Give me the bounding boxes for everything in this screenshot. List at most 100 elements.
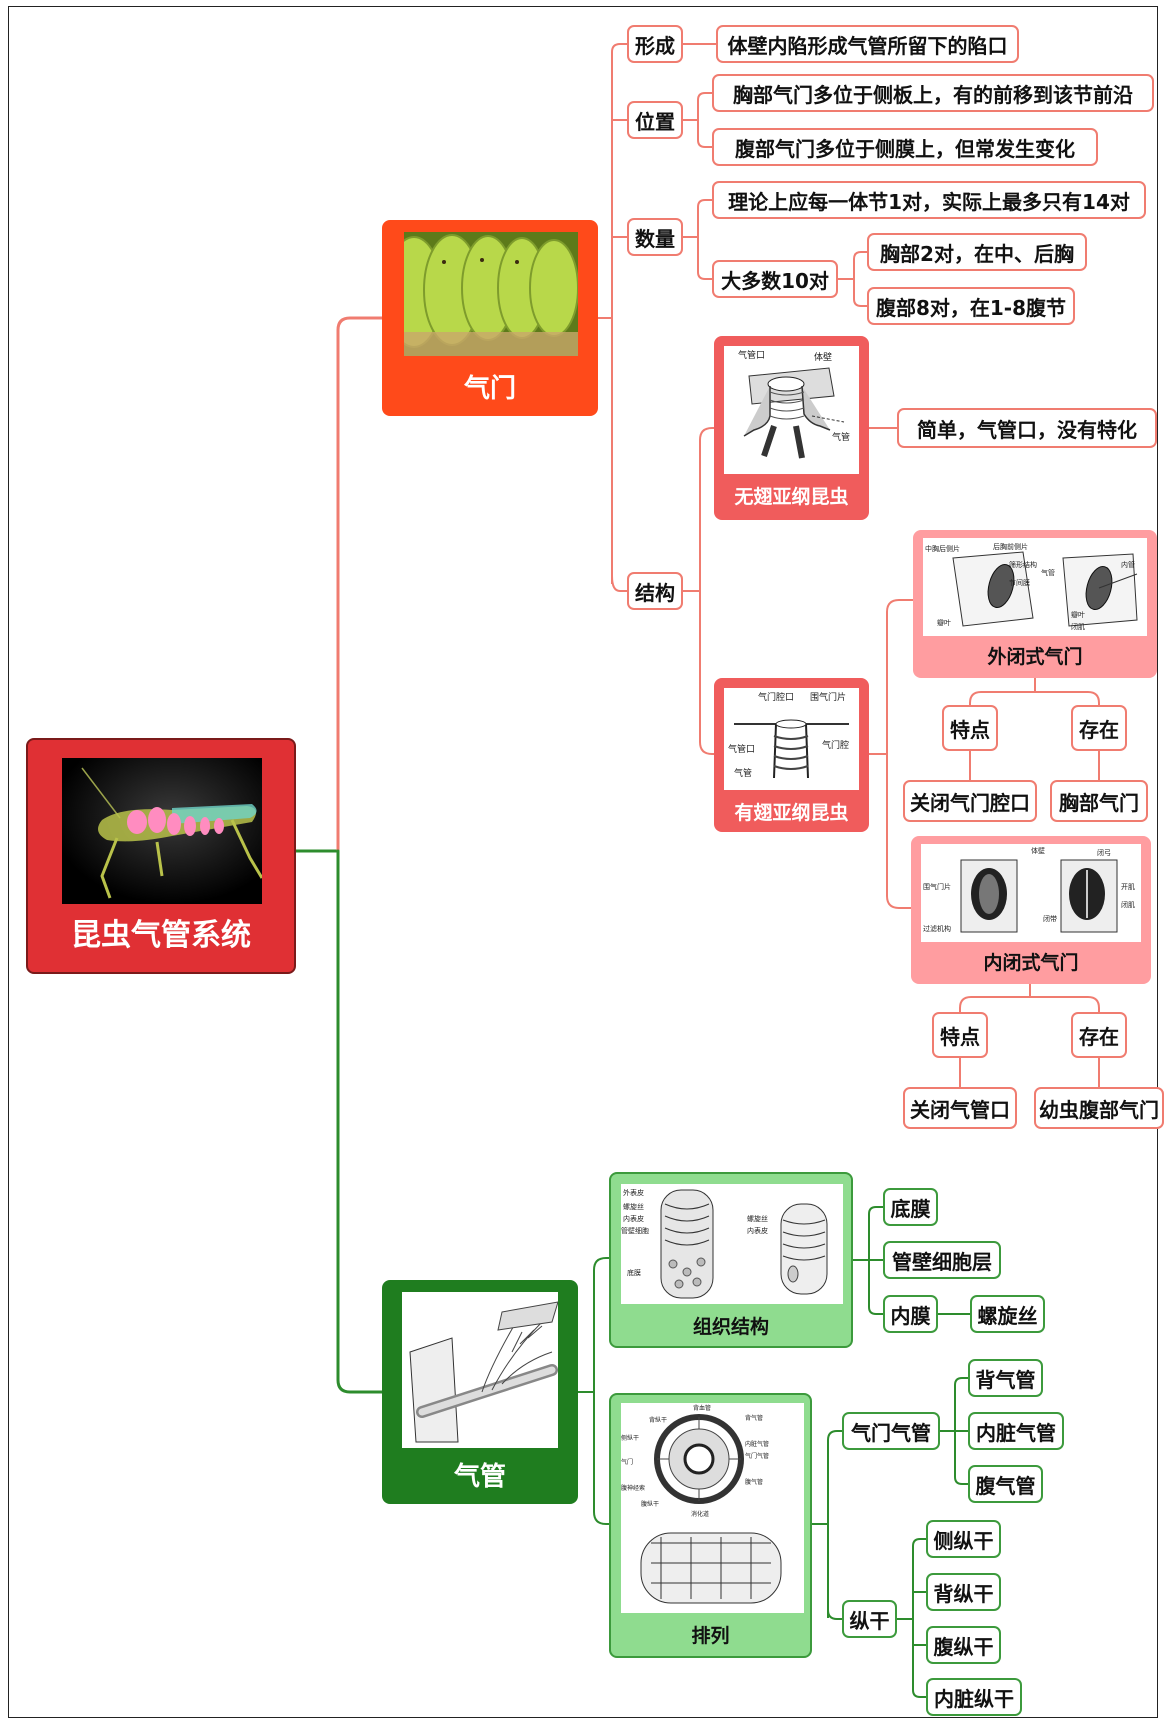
page-border [8,6,1158,1718]
visceral-trunk[interactable]: 内脏纵干 [926,1678,1022,1716]
arrangement-caption-5: 气门气管 [745,1453,770,1460]
count-abdomen[interactable]: 腹部8对，在1-8腹节 [867,287,1075,325]
inner-caption-4: 开肌 [1121,883,1135,891]
pterygota-title: 有翅亚纲昆虫 [734,802,849,824]
caterpillar-image [404,232,578,356]
tissue-caption-4: 管壁细胞 [621,1227,649,1235]
inner-caption-7: 闭带 [1043,915,1057,923]
outer-closing-title: 外闭式气门 [987,646,1083,668]
outer-feature[interactable]: 关闭气门腔口 [903,780,1037,822]
tissue-diagram: 外表皮 螺旋丝 内表皮 管壁细胞 底膜 螺旋丝 内表皮 [621,1184,843,1304]
outer-caption-5: 气管 [1041,569,1055,577]
outer-caption-7: 瓣叶 [937,619,951,627]
dorsal-trachea[interactable]: 背气管 [968,1359,1043,1397]
count-thorax[interactable]: 胸部2对，在中、后胸 [867,233,1087,271]
tissue-epithelium[interactable]: 管壁细胞层 [883,1241,1001,1279]
tissue-caption-2: 螺旋丝 [623,1203,644,1211]
outer-closing-node[interactable]: 中胸后侧片 后胸前侧片 筛形结构 节间膜 气管 内管 瓣叶 瓣叶 闭肌 外闭式气… [913,530,1157,678]
outer-closing-diagram: 中胸后侧片 后胸前侧片 筛形结构 节间膜 气管 内管 瓣叶 瓣叶 闭肌 [923,538,1147,636]
tissue-title: 组织结构 [692,1316,769,1338]
tissue-intima[interactable]: 内膜 [883,1295,938,1333]
inner-exist[interactable]: 幼虫腹部气门 [1034,1087,1164,1129]
apterygota-node[interactable]: 气管口 体壁 气管 无翅亚纲昆虫 [714,336,869,520]
spiracular-trachea[interactable]: 气门气管 [842,1412,940,1450]
inner-exist-label[interactable]: 存在 [1071,1012,1127,1058]
pterygota-node[interactable]: 气门腔口 围气门片 气管口 气门腔 气管 有翅亚纲昆虫 [714,678,869,832]
apterygota-caption-2: 体壁 [814,353,833,363]
inner-caption-3: 围气门片 [923,883,951,891]
apterygota-caption-3: 气管 [832,433,851,443]
formation-label[interactable]: 形成 [627,25,683,63]
pterygota-caption-1: 气门腔口 [758,693,795,703]
outer-caption-8: 瓣叶 [1071,611,1085,619]
count-majority[interactable]: 大多数10对 [712,260,838,298]
outer-caption-6: 内管 [1121,561,1135,569]
inner-feature[interactable]: 关闭气管口 [903,1087,1017,1129]
lateral-trunk[interactable]: 侧纵干 [926,1520,1001,1558]
count-theory[interactable]: 理论上应每一体节1对，实际上最多只有14对 [712,181,1146,219]
arrangement-caption-6: 侧纵干 [621,1435,640,1442]
arrangement-caption-9: 腹气管 [745,1479,764,1486]
inner-caption-6: 过滤机构 [923,925,951,933]
outer-caption-1: 中胸后侧片 [925,545,960,553]
outer-exist-label[interactable]: 存在 [1071,705,1127,751]
position-label[interactable]: 位置 [627,101,683,139]
pterygota-spiracle-diagram: 气门腔口 围气门片 气管口 气门腔 气管 [724,688,859,790]
spiracle-node[interactable]: 气门 [382,220,598,416]
ventral-trunk[interactable]: 腹纵干 [926,1626,1001,1664]
tissue-taenidia[interactable]: 螺旋丝 [970,1295,1045,1333]
trachea-node[interactable]: 气管 [382,1280,578,1504]
inner-feature-label[interactable]: 特点 [932,1012,988,1058]
apterygota-spiracle-diagram: 气管口 体壁 气管 [724,346,859,474]
root-title: 昆虫气管系统 [71,918,251,953]
arrangement-caption-1: 背血管 [693,1405,712,1412]
inner-caption-2: 闭弓 [1097,849,1111,857]
inner-closing-node[interactable]: 体壁 闭弓 围气门片 开肌 闭肌 过滤机构 闭带 内闭式气门 [911,836,1151,984]
inner-closing-title: 内闭式气门 [983,952,1079,974]
apterygota-desc[interactable]: 简单，气管口，没有特化 [897,408,1157,448]
pterygota-caption-5: 气管 [734,769,753,779]
pterygota-caption-2: 围气门片 [810,693,847,703]
inner-caption-1: 体壁 [1031,847,1045,855]
structure-label[interactable]: 结构 [627,572,683,610]
outer-caption-9: 闭肌 [1071,623,1085,631]
dorsal-trunk[interactable]: 背纵干 [926,1573,1001,1611]
tissue-caption-7: 内表皮 [747,1227,768,1235]
arrangement-node[interactable]: 背血管 背气管 背纵干 内脏气管 气门气管 侧纵干 气门 腹神经索 腹气管 腹纵… [609,1393,812,1658]
position-abdomen[interactable]: 腹部气门多位于侧膜上，但常发生变化 [712,128,1098,166]
trachea-title: 气管 [453,1462,506,1492]
tissue-caption-5: 底膜 [627,1269,641,1277]
arrangement-caption-3: 背纵干 [649,1417,668,1424]
tissue-caption-3: 内表皮 [623,1215,644,1223]
apterygota-title: 无翅亚纲昆虫 [734,486,849,508]
longitudinal-trunk[interactable]: 纵干 [842,1600,897,1638]
arrangement-caption-10: 腹纵干 [641,1501,660,1508]
outer-caption-3: 筛形结构 [1009,561,1037,569]
visceral-trachea[interactable]: 内脏气管 [968,1412,1064,1450]
pterygota-caption-4: 气门腔 [822,741,850,751]
inner-closing-diagram: 体壁 闭弓 围气门片 开肌 闭肌 过滤机构 闭带 [921,844,1141,942]
tissue-caption-1: 外表皮 [623,1189,644,1197]
outer-caption-4: 节间膜 [1009,579,1030,587]
outer-exist[interactable]: 胸部气门 [1050,780,1148,822]
inner-caption-5: 闭肌 [1121,901,1135,909]
pterygota-caption-3: 气管口 [728,745,756,755]
ventral-trachea[interactable]: 腹气管 [968,1465,1043,1503]
root-node[interactable]: 昆虫气管系统 [26,738,296,974]
tissue-node[interactable]: 外表皮 螺旋丝 内表皮 管壁细胞 底膜 螺旋丝 内表皮 组织结构 [609,1172,853,1348]
formation-text[interactable]: 体壁内陷形成气管所留下的陷口 [716,25,1019,63]
count-label[interactable]: 数量 [627,218,683,256]
tissue-caption-6: 螺旋丝 [747,1215,768,1223]
tissue-basement[interactable]: 底膜 [883,1188,938,1226]
arrangement-caption-7: 气门 [621,1459,634,1466]
apterygota-caption-1: 气管口 [738,351,766,361]
outer-feature-label[interactable]: 特点 [942,705,998,751]
arrangement-caption-2: 背气管 [745,1415,764,1422]
arrangement-caption-11: 消化道 [691,1511,710,1518]
trachea-image [402,1292,558,1448]
position-thorax[interactable]: 胸部气门多位于侧板上，有的前移到该节前沿 [712,74,1154,112]
grasshopper-image [62,758,262,904]
arrangement-title: 排列 [691,1625,730,1647]
